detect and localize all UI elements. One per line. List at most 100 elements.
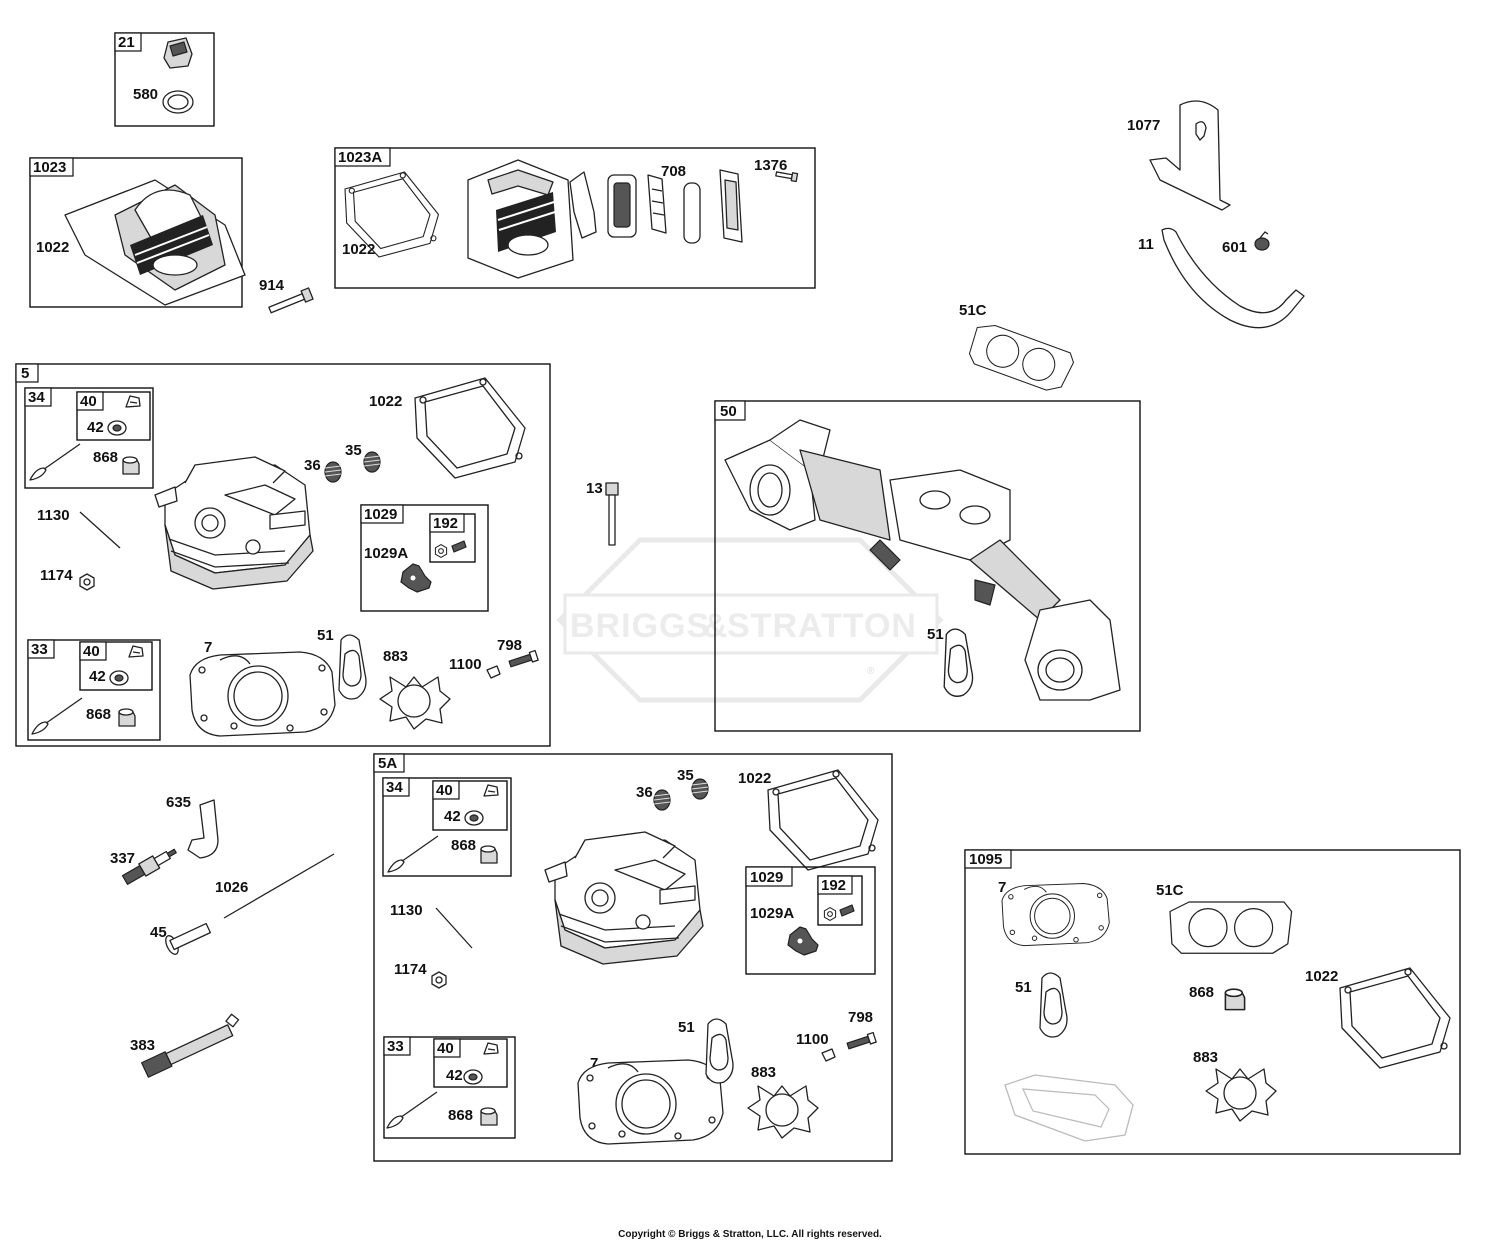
label-383: 383	[130, 1037, 155, 1054]
rocker-arm-5	[400, 563, 432, 593]
label-7-5a: 7	[590, 1055, 598, 1072]
bolt-914	[268, 287, 314, 314]
label-868-5b: 868	[86, 706, 111, 723]
group-5a-192-tag: 192	[821, 877, 846, 894]
group-5a-40-tag: 40	[436, 782, 453, 799]
group-1095: 1095 7 51C 1022 51 868 883	[964, 849, 1461, 1155]
label-1022-5a: 1022	[738, 770, 771, 787]
label-1077: 1077	[1127, 117, 1160, 134]
label-36-5: 36	[304, 457, 321, 474]
group-5-33-tag: 33	[31, 641, 48, 658]
label-1100-5: 1100	[449, 656, 482, 673]
group-1023-tag: 1023	[33, 159, 66, 176]
group-5a-tag: 5A	[378, 755, 397, 772]
group-5a-1029-tag: 1029	[750, 869, 783, 886]
label-1026: 1026	[215, 879, 248, 896]
label-635: 635	[166, 794, 191, 811]
group-50-tag: 50	[720, 403, 737, 420]
head-gasket-5	[189, 651, 336, 737]
valve-cover-1023	[64, 179, 246, 306]
label-51-1095: 51	[1015, 979, 1032, 996]
label-868-1095: 868	[1189, 984, 1214, 1001]
label-51-50: 51	[927, 626, 944, 643]
group-50: 50 51	[714, 400, 1141, 732]
label-601: 601	[1222, 239, 1247, 256]
label-1029a-5a: 1029A	[750, 905, 794, 922]
label-883-1095: 883	[1193, 1049, 1218, 1066]
label-883-5: 883	[383, 648, 408, 665]
group-21-tag: 21	[118, 34, 135, 51]
boot-635	[187, 799, 219, 859]
breather-element	[607, 174, 637, 238]
label-36-5a: 36	[636, 784, 653, 801]
bolt-13	[605, 482, 619, 546]
clamp-601	[1254, 231, 1270, 251]
label-51c-top: 51C	[959, 302, 987, 319]
gasket-1022-1095	[1339, 967, 1451, 1069]
group-5-34-tag: 34	[28, 389, 45, 406]
label-1174-5a: 1174	[394, 961, 427, 978]
watermark-brand2: STRATTON	[727, 607, 917, 645]
group-5-192-tag: 192	[433, 515, 458, 532]
o-ring-580	[162, 90, 194, 114]
valve-34	[29, 443, 81, 481]
head-gasket-1095	[1001, 882, 1110, 947]
watermark-reg: ®	[867, 666, 875, 677]
group-5-40b-tag: 40	[83, 643, 100, 660]
watermark-brand: BRIGGS	[570, 607, 710, 645]
group-1023a-tag: 1023A	[338, 149, 382, 166]
bracket-1077	[1149, 100, 1231, 211]
group-1023a: 1023A 1022 708 1376	[334, 147, 816, 289]
group-5a: 5A 34 40 42 868 36 35 1022 1130 1174 102…	[373, 753, 893, 1162]
group-5a-40b-tag: 40	[437, 1040, 454, 1057]
label-7-5: 7	[204, 639, 212, 656]
label-35-5: 35	[345, 442, 362, 459]
gasket-1022-5	[414, 377, 526, 479]
label-798-5a: 798	[848, 1009, 873, 1026]
gasket-51c-top	[964, 319, 1077, 397]
label-45: 45	[150, 924, 167, 941]
label-42-5b: 42	[89, 668, 106, 685]
label-11: 11	[1138, 236, 1154, 253]
label-1174-5: 1174	[40, 567, 73, 584]
copyright-notice: Copyright © Briggs & Stratton, LLC. All …	[618, 1229, 882, 1240]
gasket-51c-1095	[1169, 901, 1293, 954]
group-5: 5 34 40 42 868 1022 36 35 1130 1174 1029…	[15, 363, 551, 747]
exhaust-gasket-1095	[1004, 1074, 1134, 1142]
screw-1376	[775, 171, 799, 183]
label-7-1095: 7	[998, 879, 1006, 896]
group-5-tag: 5	[21, 365, 29, 382]
label-42-5ab: 42	[446, 1067, 463, 1084]
label-337: 337	[110, 850, 135, 867]
label-35-5a: 35	[677, 767, 694, 784]
breather-cover	[719, 169, 743, 243]
label-51-5a: 51	[678, 1019, 695, 1036]
group-5-40-tag: 40	[80, 393, 97, 410]
gasket-51-5	[338, 634, 367, 700]
head-gasket-5a	[577, 1059, 724, 1145]
label-1130-5a: 1130	[390, 902, 423, 919]
tappet-45	[165, 922, 212, 955]
group-21: 21 580	[114, 32, 215, 127]
group-1095-tag: 1095	[969, 851, 1002, 868]
label-42-5aa: 42	[444, 808, 461, 825]
watermark-amp: &	[703, 607, 729, 645]
intake-manifold-50	[724, 419, 1121, 701]
label-708: 708	[661, 163, 686, 180]
group-5a-34-tag: 34	[386, 779, 403, 796]
oil-fill-cap	[163, 37, 193, 69]
gasket-51-50	[943, 628, 974, 697]
label-868-5aa: 868	[451, 837, 476, 854]
cylinder-head-5a	[544, 831, 704, 965]
label-798-5: 798	[497, 637, 522, 654]
label-580: 580	[133, 86, 158, 103]
watermark: BRIGGS & STRATTON ®	[556, 537, 944, 703]
gasket-51-5a	[705, 1018, 734, 1084]
gasket-883-5a	[747, 1085, 819, 1139]
gasket-883-5	[379, 676, 451, 730]
valve-33	[31, 697, 83, 735]
group-1023: 1023 1022	[29, 157, 246, 308]
label-51-5: 51	[317, 627, 334, 644]
breather-filter	[647, 174, 667, 234]
hose-11	[1161, 227, 1305, 329]
